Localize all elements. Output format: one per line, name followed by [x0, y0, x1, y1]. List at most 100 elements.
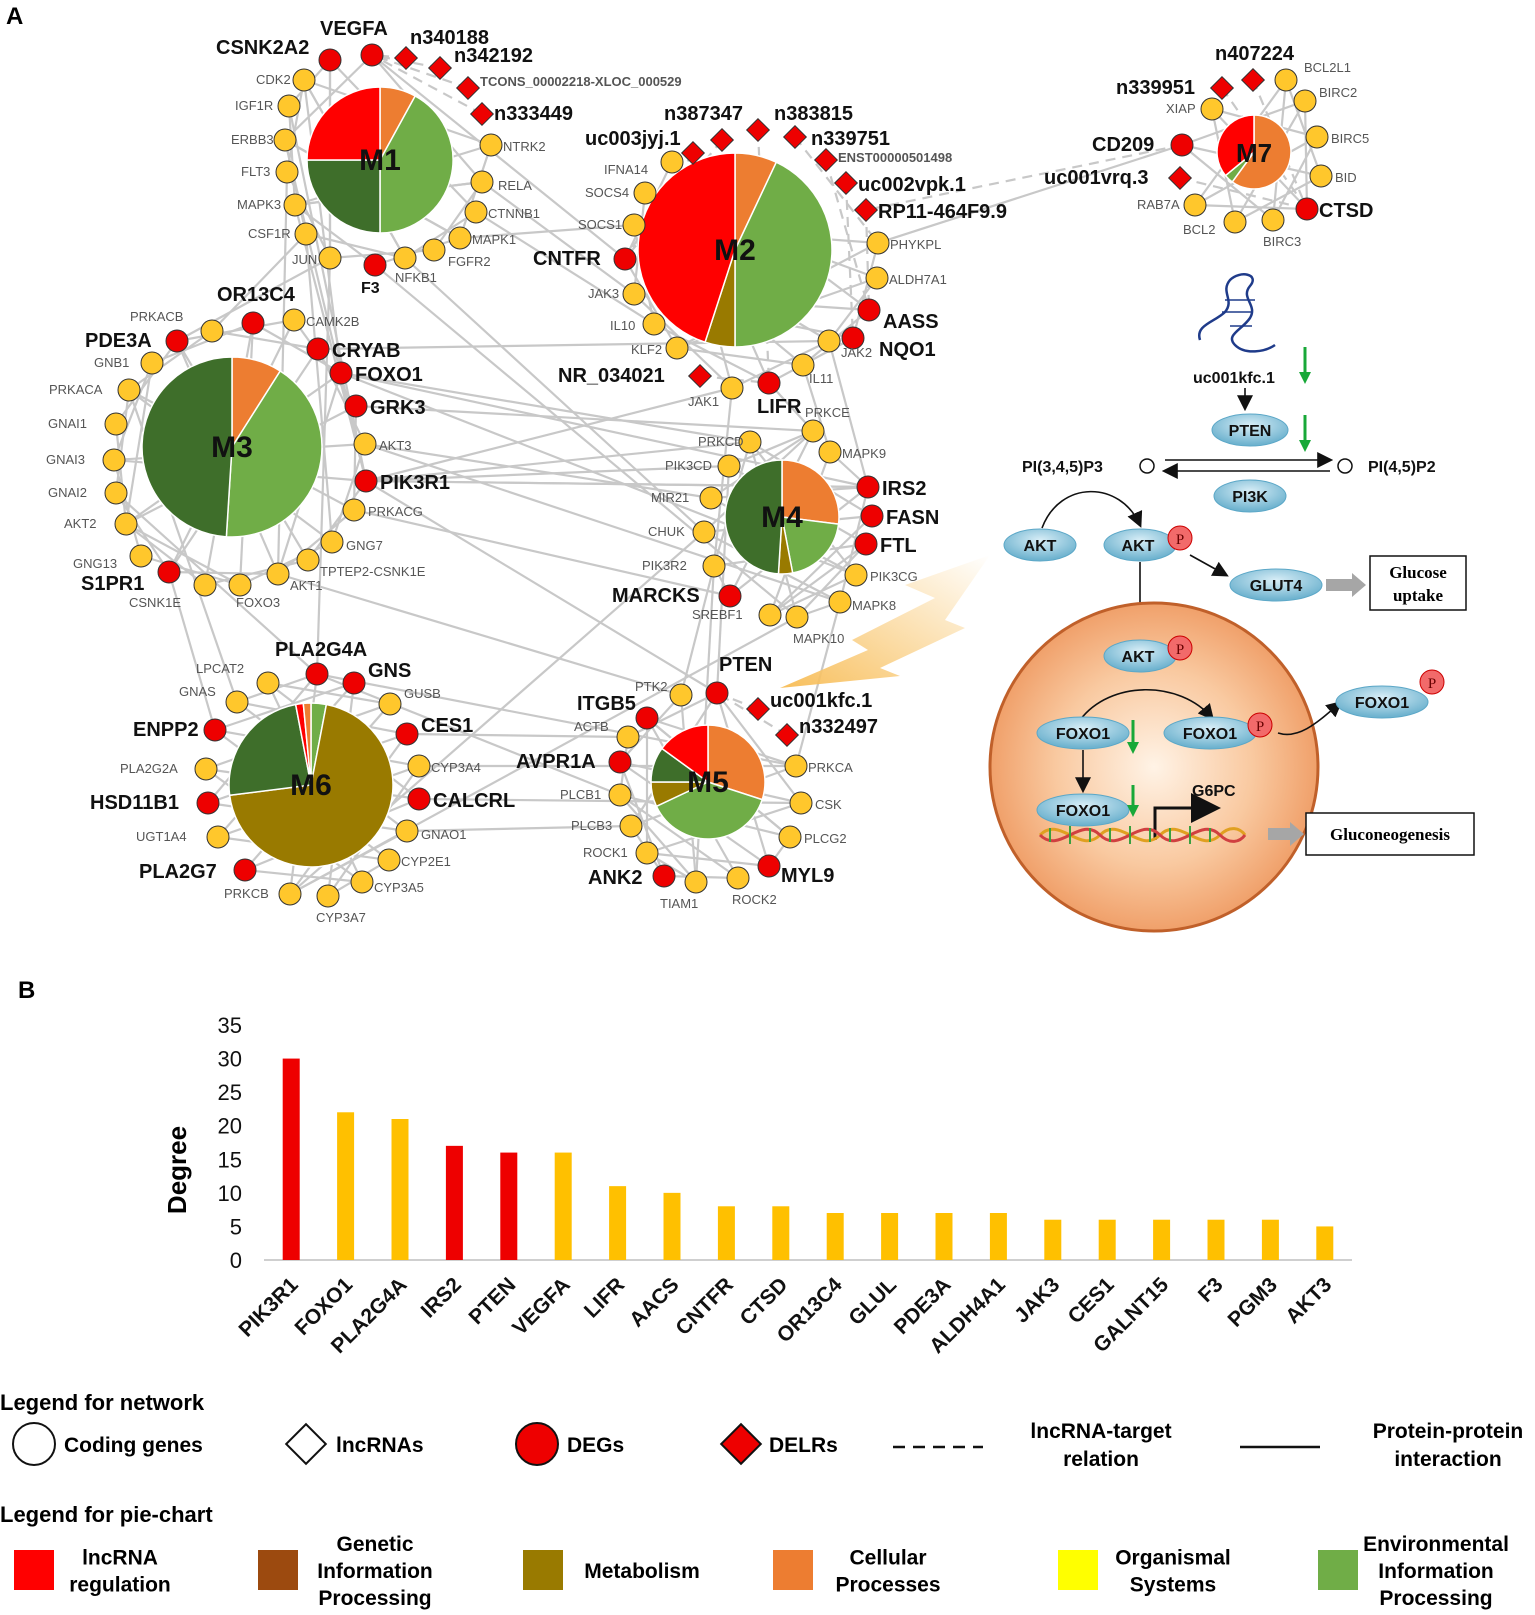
pie-slice-m7-0 [1231, 114, 1292, 190]
edge-n333449-vegfa [371, 54, 483, 115]
edge-il11-mapk9 [801, 364, 832, 453]
legend-delr-label: DELRs [769, 1434, 838, 1457]
delr-node-uc003jyj-1 [680, 140, 706, 166]
gray-arrow-icon-2 [1268, 822, 1304, 846]
pathway-foxo1-label-3: FOXO1 [1355, 695, 1409, 712]
y-tick-label-35: 35 [218, 1013, 242, 1038]
edge-lpcat2-gusb [267, 681, 391, 706]
coding-node-tptep2-csnk1e [296, 548, 320, 572]
coding-node-gng7 [320, 530, 344, 554]
bar-jak3 [1044, 1219, 1062, 1260]
edge-csf1r-gng7 [304, 233, 334, 543]
node-label-foxo3: FOXO3 [236, 595, 280, 610]
phospho-icon-2 [1167, 635, 1193, 661]
deg-node-ces1 [395, 722, 419, 746]
node-label-grk3: GRK3 [370, 397, 426, 419]
node-label-pik3cg: PIK3CG [870, 569, 918, 584]
foxo1-oval-1 [1036, 716, 1130, 750]
delr-node-n383815 [745, 117, 771, 143]
legend-pie-label-1-1: Information [317, 1560, 433, 1583]
y-tick-label-25: 25 [218, 1080, 242, 1105]
node-label-fasn: FASN [886, 507, 939, 529]
coding-node-mapk3 [283, 193, 307, 217]
pie-slice-m4-0 [781, 459, 840, 525]
coding-node-bcl2l1 [1274, 68, 1298, 92]
node-label-gnai2: GNAI2 [48, 485, 87, 500]
delr-node-enst00000501498 [813, 147, 839, 173]
node-label-cyp3a5: CYP3A5 [374, 880, 424, 895]
coding-node-gusb [378, 692, 402, 716]
deg-node-gns [342, 671, 366, 695]
deg-node-foxo1 [329, 361, 353, 385]
legend-pie-label-0-0: lncRNA [82, 1547, 158, 1570]
pie-slice-m6-1 [228, 703, 394, 868]
node-label-rela: RELA [498, 178, 532, 193]
svg-text:P: P [1176, 532, 1184, 548]
coding-node-chuk [692, 520, 716, 544]
coding-node-mapk10 [785, 605, 809, 629]
delr-node-tcons-00002218-xloc-000529 [455, 75, 481, 101]
coding-node-camk2b [282, 308, 306, 332]
pie-slice-m5-0 [707, 724, 766, 801]
node-label-vegfa: VEGFA [320, 18, 388, 40]
pip3-circle [1139, 458, 1155, 474]
panel-letter-a: A [6, 3, 23, 30]
node-label-prkca: PRKCA [808, 760, 853, 775]
node-label-pla2g2a: PLA2G2A [120, 761, 178, 776]
edge-ftl-srebf1 [769, 543, 867, 616]
node-label-mapk9: MAPK9 [842, 446, 886, 461]
node-label-avpr1a: AVPR1A [516, 751, 596, 773]
edge-cd209-rp11-464f9-9 [865, 143, 1183, 212]
panel-letter-b: B [18, 977, 35, 1004]
delr-node-uc002vpk-1 [833, 170, 859, 196]
node-label-cntfr: CNTFR [533, 248, 601, 270]
pie-slice-m3-2 [141, 356, 233, 538]
legend-pie-swatch-3 [773, 1550, 813, 1590]
svg-text:P: P [1428, 676, 1436, 692]
node-label-birc3: BIRC3 [1263, 234, 1301, 249]
node-label-uc001vrq-3: uc001vrq.3 [1044, 167, 1149, 189]
node-label-pten: PTEN [719, 654, 772, 676]
coding-node-pik3cd [717, 454, 741, 478]
delr-node-uc001vrq-3 [1167, 165, 1193, 191]
edge-jak2-irs2 [827, 340, 870, 488]
node-label-actb: ACTB [574, 719, 609, 734]
coding-node-birc3 [1261, 208, 1285, 232]
deg-node-or13c4 [241, 311, 265, 335]
node-label-pik3cd: PIK3CD [665, 458, 712, 473]
coding-node-prkcb [278, 882, 302, 906]
deg-node-itgb5 [635, 706, 659, 730]
edge-s1pr1-akt1 [168, 570, 279, 576]
node-label-mapk1: MAPK1 [472, 232, 516, 247]
y-axis-label: Degree [162, 1126, 192, 1214]
x-tick-label-f3: F3 [1194, 1273, 1228, 1307]
coding-node-fgfr2 [422, 238, 446, 262]
pathway-g6pc-label: G6PC [1192, 783, 1236, 800]
coding-node-cyp3a4 [407, 754, 431, 778]
edge-phykpl-cd209 [877, 143, 1183, 245]
edge-cryab-prkacb [211, 329, 319, 351]
node-label-ctnnb1: CTNNB1 [488, 206, 540, 221]
coding-node-il10 [642, 312, 666, 336]
node-label-rock2: ROCK2 [732, 892, 777, 907]
bar-ctsd [772, 1206, 790, 1260]
deg-node-pde3a [165, 329, 189, 353]
coding-node-il11 [791, 353, 815, 377]
coding-node-prkce [801, 419, 825, 443]
coding-node-prkacb [200, 319, 224, 343]
node-label-prkcd: PRKCD [698, 434, 744, 449]
module-label-m7: M7 [1236, 138, 1272, 168]
edge-mapk1-socs1 [459, 223, 635, 240]
pathway-akt-label-3: AKT [1122, 649, 1155, 666]
deg-node-cntfr [613, 247, 637, 271]
node-label-f3: F3 [361, 280, 380, 297]
module-label-m6: M6 [290, 769, 332, 802]
node-label-pde3a: PDE3A [85, 330, 152, 352]
bar-pde3a [935, 1213, 953, 1260]
coding-node-cyp3a7 [316, 884, 340, 908]
edge-pten-actb [627, 692, 718, 738]
bar-glul [881, 1213, 899, 1260]
legend-pie-swatch-4 [1058, 1550, 1098, 1590]
pie-slice-m3-1 [225, 369, 323, 538]
coding-node-cdk2 [292, 68, 316, 92]
